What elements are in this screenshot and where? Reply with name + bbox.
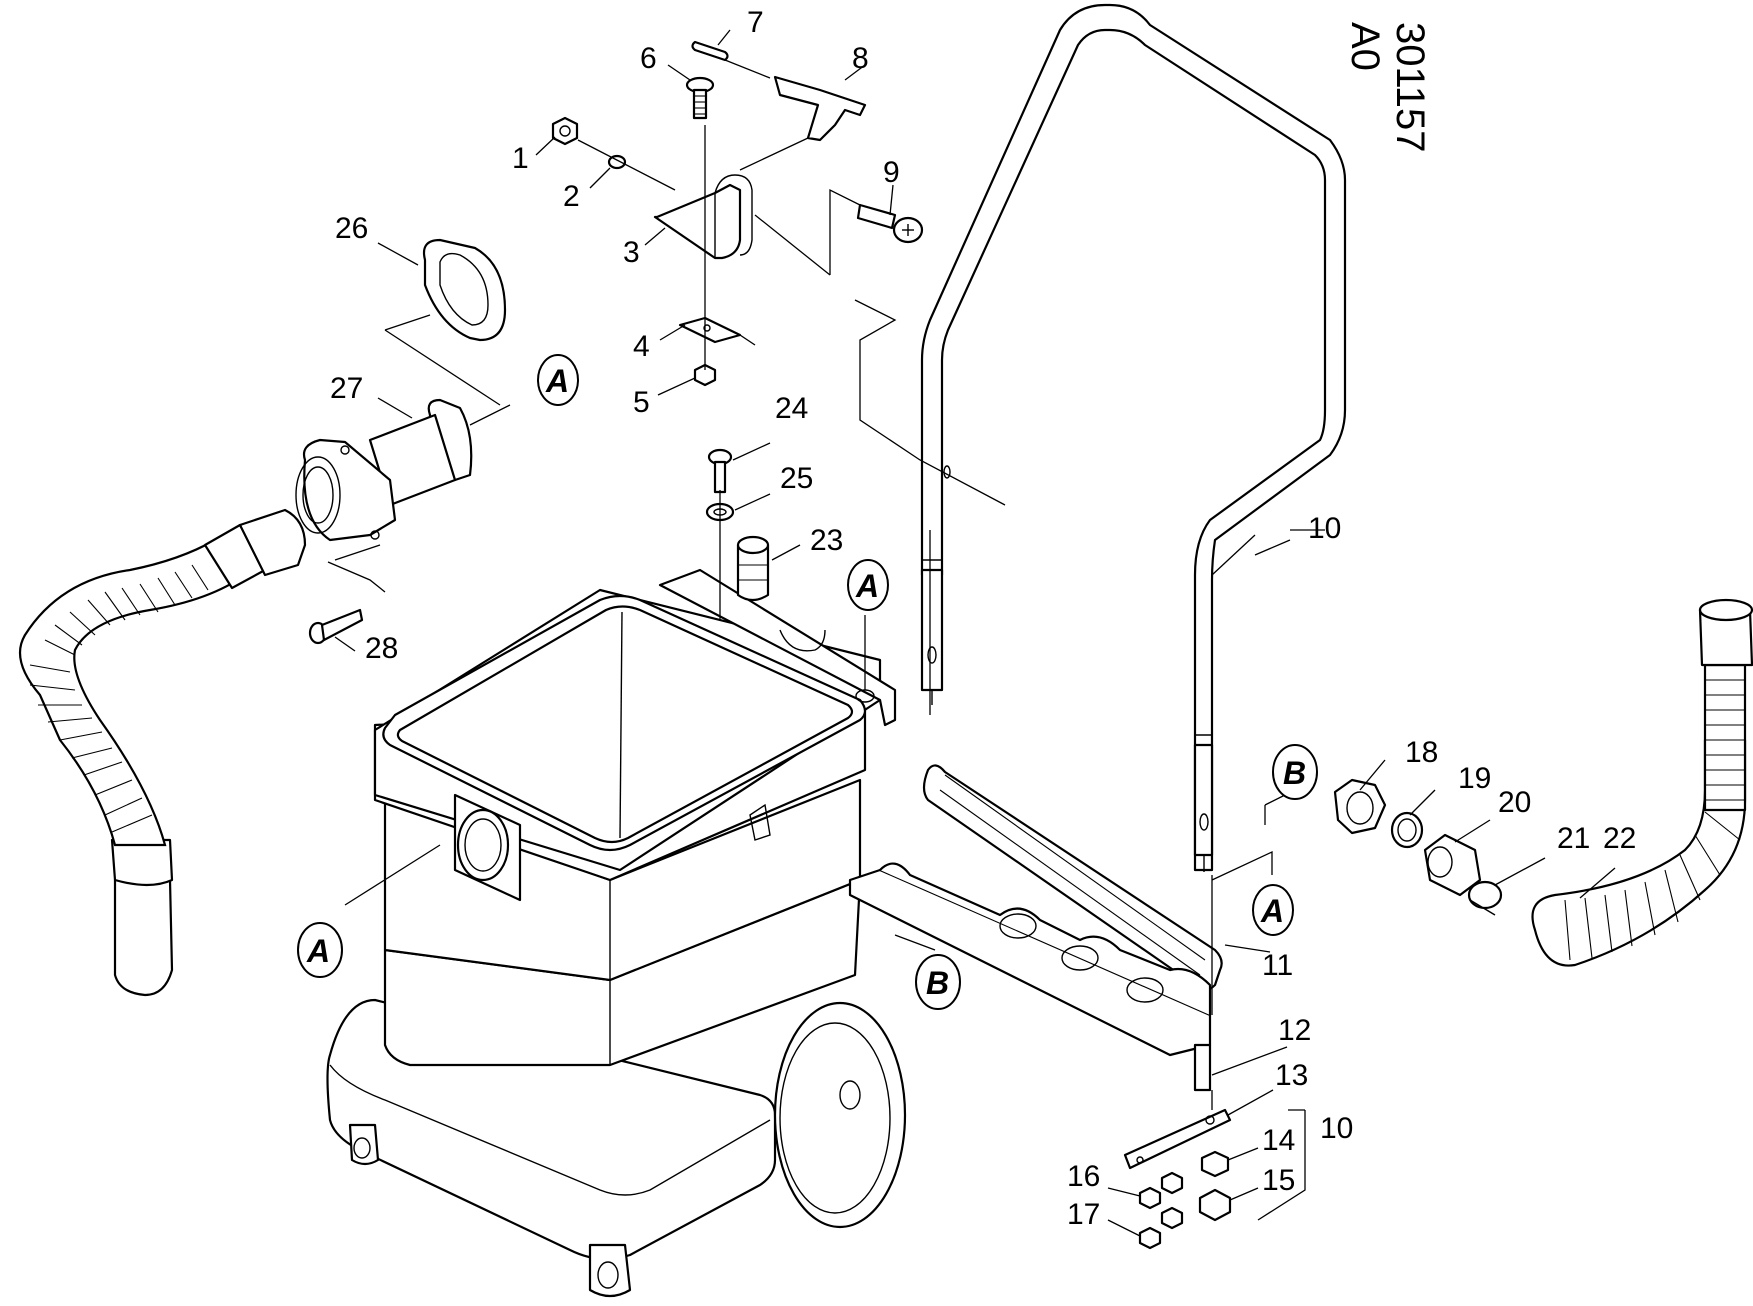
seal-19 — [1390, 811, 1424, 849]
connector-20 — [1423, 833, 1482, 897]
plug-23 — [736, 543, 770, 602]
adapter-27 — [295, 398, 473, 542]
screw-28 — [308, 608, 364, 645]
nut-14 — [1200, 1150, 1230, 1178]
leader-lines — [334, 29, 1616, 1237]
nut-18 — [1333, 778, 1387, 835]
caster-left — [348, 1123, 380, 1166]
marker-a-1: A — [537, 354, 579, 406]
callout-26: 26 — [335, 212, 368, 245]
callout-24: 24 — [775, 392, 808, 425]
callout-8: 8 — [852, 42, 869, 75]
hex-nut-1 — [551, 116, 579, 146]
hose-clip-21 — [1467, 880, 1503, 910]
mounting-hardware-13-17 — [1123, 1108, 1232, 1250]
suction-hose-left — [18, 508, 307, 997]
svg-text:A: A — [545, 363, 569, 399]
nut-16 — [1138, 1186, 1162, 1210]
mounting-bracket-3 — [653, 183, 742, 260]
holder-12 — [848, 862, 1212, 1092]
callout-numbers: 1 2 3 4 5 6 7 8 9 10 10 11 12 13 14 15 1… — [330, 6, 1636, 1231]
callout-6: 6 — [640, 42, 657, 75]
tank-body — [326, 568, 907, 1298]
drawing-code-line1: 301157 — [1388, 22, 1432, 153]
callout-13: 13 — [1275, 1059, 1308, 1092]
callout-25: 25 — [780, 462, 813, 495]
nut-15 — [1198, 1188, 1232, 1222]
callout-10-group: 10 — [1320, 1112, 1353, 1145]
callout-18: 18 — [1405, 736, 1438, 769]
callout-10-handle: 10 — [1308, 512, 1341, 545]
callout-20: 20 — [1498, 786, 1531, 819]
marker-a-2: A — [847, 559, 889, 611]
callout-3: 3 — [623, 236, 640, 269]
connection-markers: A A A A B B — [297, 354, 1318, 1010]
lock-washer-2 — [607, 154, 627, 170]
drawing-code: 301157 A0 — [1343, 22, 1432, 153]
svg-text:A: A — [855, 568, 879, 604]
plate-13 — [1123, 1108, 1232, 1170]
callout-9: 9 — [883, 156, 900, 189]
wheel — [773, 1001, 907, 1229]
push-handle — [920, 3, 1347, 872]
callout-16: 16 — [1067, 1160, 1100, 1193]
callout-22: 22 — [1603, 822, 1636, 855]
pin-7 — [691, 40, 729, 62]
callout-1: 1 — [512, 142, 529, 175]
callout-2: 2 — [563, 180, 580, 213]
svg-text:A: A — [1260, 893, 1284, 929]
drawing-code-line2: A0 — [1343, 22, 1387, 71]
callout-27: 27 — [330, 372, 363, 405]
svg-text:B: B — [1283, 755, 1306, 791]
marker-a-4: A — [1252, 884, 1294, 936]
callout-23: 23 — [810, 524, 843, 557]
clip-8 — [773, 75, 867, 142]
callout-19: 19 — [1458, 762, 1491, 795]
marker-b-1: B — [1272, 744, 1318, 800]
callout-28: 28 — [365, 632, 398, 665]
callout-4: 4 — [633, 330, 650, 363]
marker-a-3: A — [297, 922, 343, 978]
nut-17 — [1138, 1226, 1162, 1250]
marker-b-2: B — [915, 954, 961, 1010]
callout-5: 5 — [633, 386, 650, 419]
svg-text:B: B — [926, 965, 949, 1001]
callout-15: 15 — [1262, 1164, 1295, 1197]
callout-12: 12 — [1278, 1014, 1311, 1047]
bolt-9 — [856, 203, 897, 230]
float-assembly — [705, 448, 770, 620]
svg-text:A: A — [306, 933, 330, 969]
callout-14: 14 — [1262, 1124, 1295, 1157]
callout-21: 21 — [1557, 822, 1590, 855]
callout-17: 17 — [1067, 1198, 1100, 1231]
hose-fittings-right — [1333, 598, 1753, 967]
callout-7: 7 — [747, 6, 764, 39]
strap-11 — [922, 764, 1223, 992]
callout-11: 11 — [1262, 949, 1293, 982]
clamp-ring-26 — [422, 238, 507, 342]
